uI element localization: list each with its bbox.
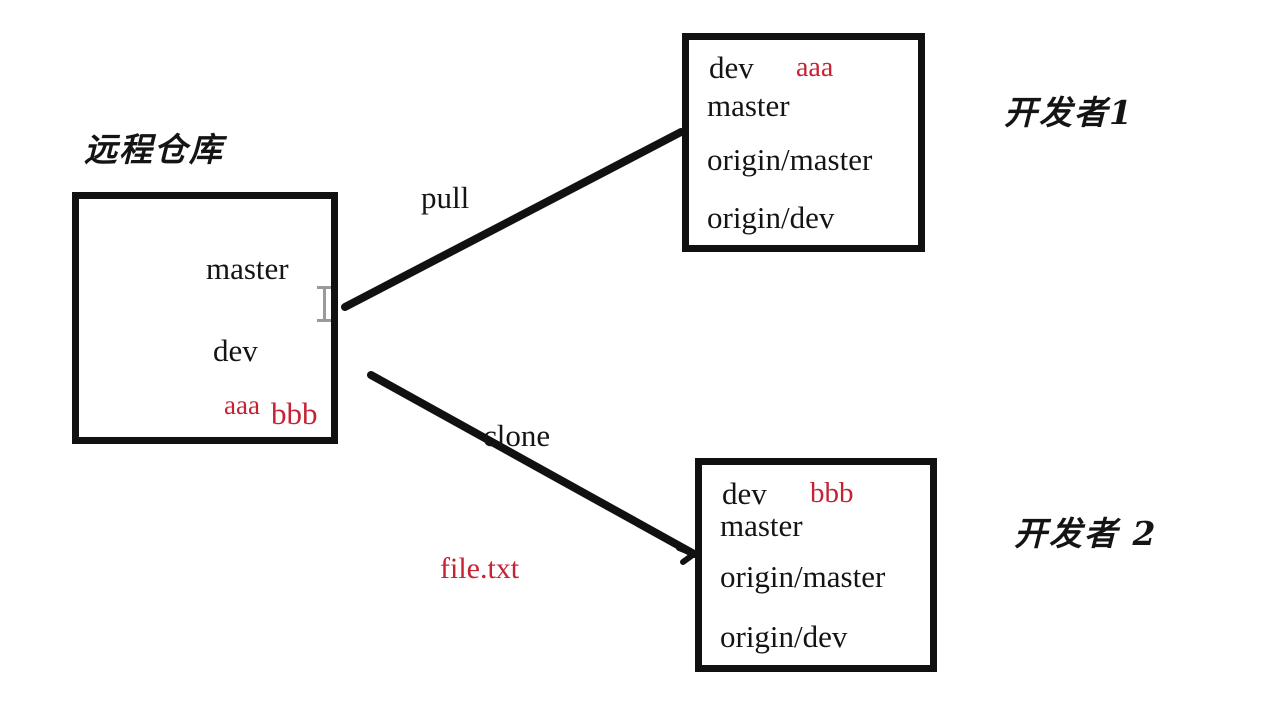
remote-repo-title: 远程仓库 [84, 130, 224, 169]
remote-repo-file-aaa: aaa [224, 390, 260, 420]
clone-connector-line [367, 371, 698, 558]
developer1-branch-master: master [707, 88, 790, 123]
developer1-box [682, 33, 925, 252]
developer1-branch-origin-master: origin/master [707, 142, 873, 177]
developer1-branch-dev: dev [709, 50, 754, 85]
developer2-box [695, 458, 937, 672]
developer2-note-bbb: bbb [810, 477, 854, 509]
developer1-label: 开发者1 [1004, 93, 1134, 132]
pull-connector-line [341, 128, 685, 311]
developer1-note-aaa: aaa [796, 52, 834, 83]
developer2-branch-origin-master: origin/master [720, 559, 886, 594]
remote-repo-branch-dev: dev [213, 333, 258, 368]
clone-arrowhead-icon [676, 545, 697, 565]
clone-edge-label: clone [483, 418, 551, 453]
developer2-branch-origin-dev: origin/dev [720, 619, 848, 654]
remote-repo-file-bbb: bbb [271, 396, 318, 431]
developer2-label: 开发者 2 [1014, 514, 1158, 553]
remote-repo-branch-master: master [206, 251, 289, 286]
developer1-branch-origin-dev: origin/dev [707, 200, 835, 235]
developer2-branch-master: master [720, 508, 803, 543]
remote-repo-box [72, 192, 338, 444]
file-txt-annotation: file.txt [440, 552, 520, 585]
text-ibeam-cursor-icon [317, 286, 331, 322]
developer2-branch-dev: dev [722, 476, 767, 511]
pull-edge-label: pull [421, 180, 470, 215]
